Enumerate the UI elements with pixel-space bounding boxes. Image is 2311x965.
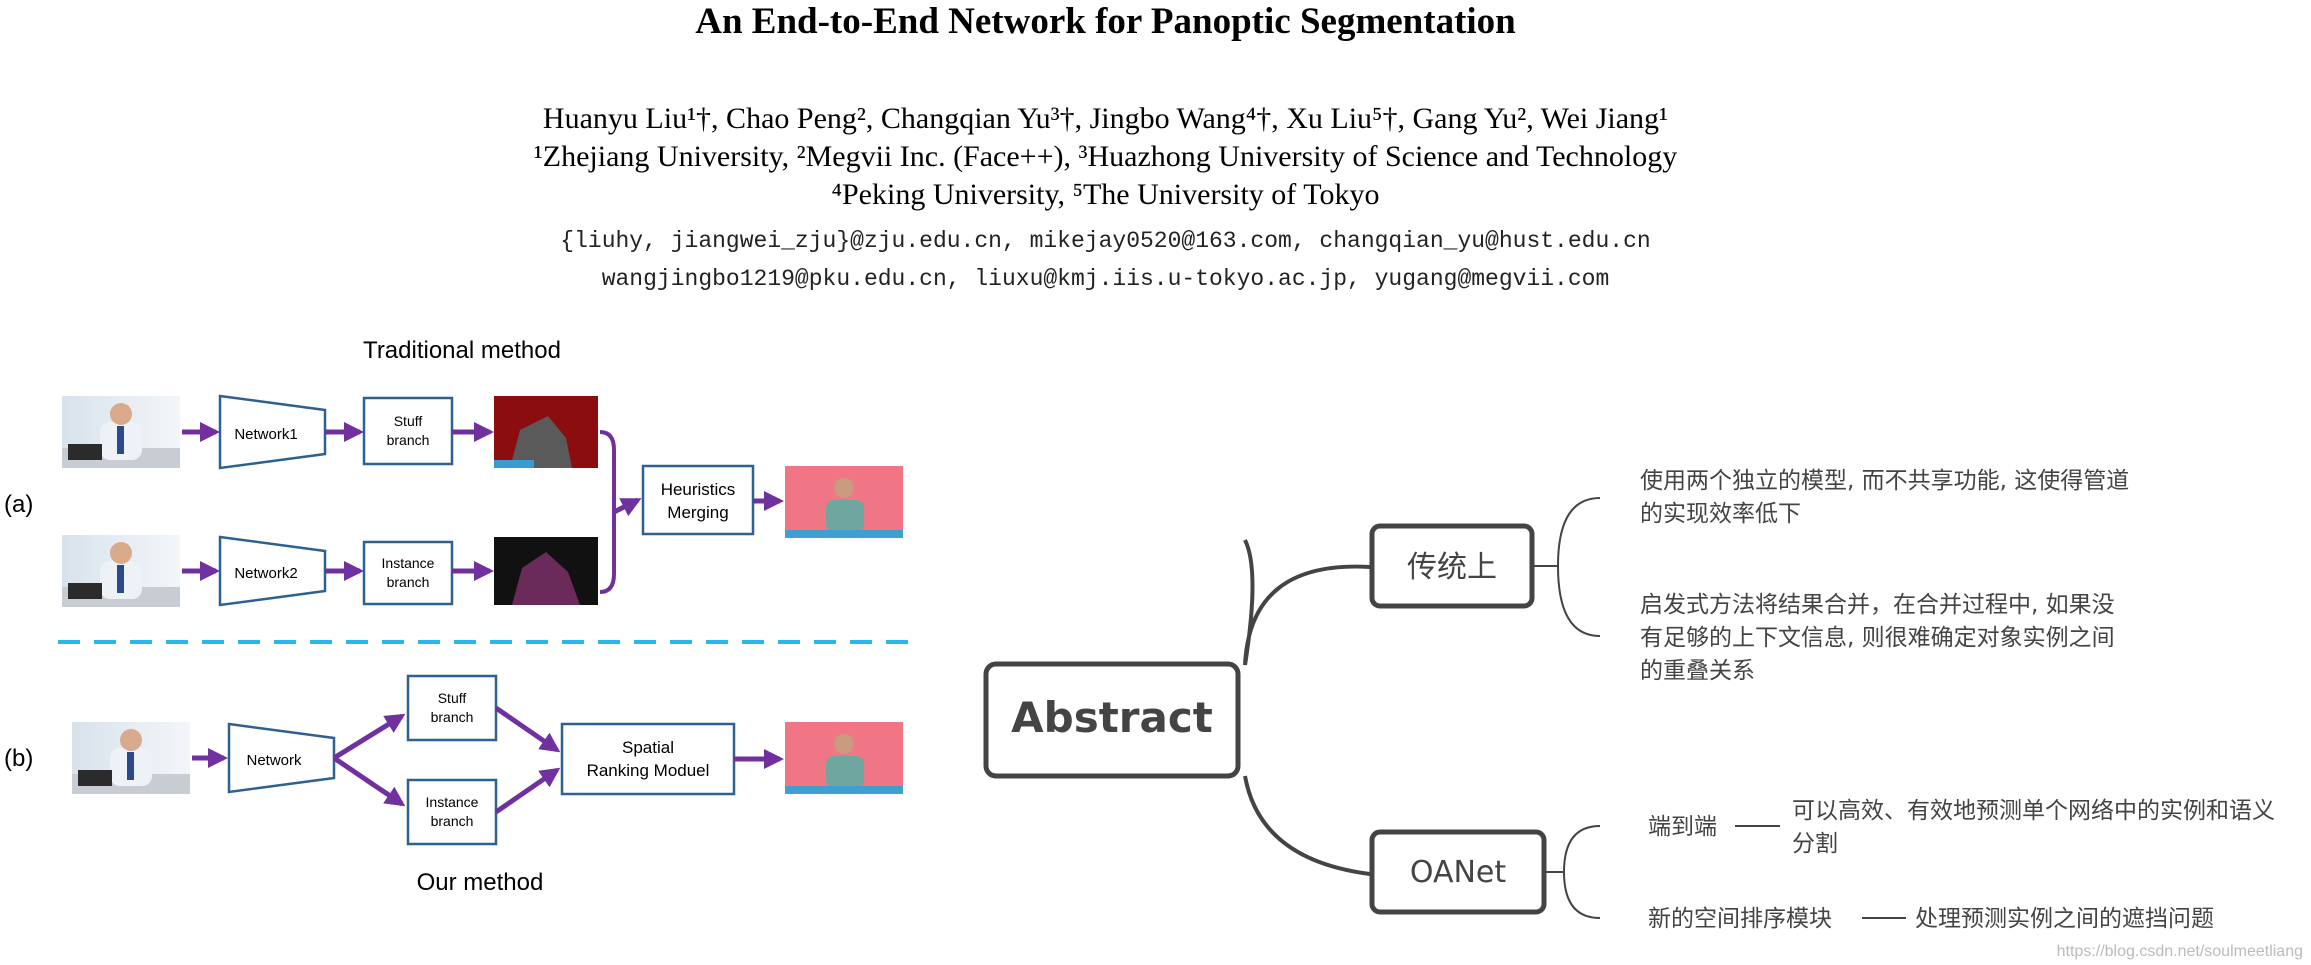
authors-line: Huanyu Liu¹†, Chao Peng², Changqian Yu³†… <box>542 102 1669 135</box>
root-node <box>983 661 1241 779</box>
email-line-1: {liuhy, jiangwei_zju}@zju.edu.cn, mikeja… <box>560 228 1651 254</box>
spatial-label1: Spatial <box>622 738 674 757</box>
instance-branch-b <box>406 778 498 846</box>
instance-branch-a-label1: Instance <box>382 555 435 571</box>
heuristics-label1: Heuristics <box>661 480 736 499</box>
branch1-leaf1-line2: 的实现效率低下 <box>1640 501 1801 527</box>
panoptic-output-b <box>785 722 903 794</box>
stuff-mask-image <box>494 396 598 468</box>
instance-mask-image <box>494 537 598 605</box>
stuff-branch-a-label2: branch <box>387 432 430 448</box>
instance-branch-b-label2: branch <box>431 813 474 829</box>
branch2-leaf1: 端到端 <box>1648 814 1717 840</box>
spatial-label2: Ranking Moduel <box>587 761 710 780</box>
instance-branch-a-label2: branch <box>387 574 430 590</box>
network1-label: Network1 <box>234 426 297 443</box>
stuff-branch-a <box>362 396 454 466</box>
heuristics-merging-box <box>641 464 755 536</box>
branch2-label: OANet <box>1410 855 1507 890</box>
instance-branch-a <box>362 540 454 606</box>
branch1-leaf2-line2: 有足够的上下文信息, 则很难确定对象实例之间 <box>1640 625 2115 651</box>
stuff-branch-b-label2: branch <box>431 709 474 725</box>
label-b: (b) <box>4 745 33 772</box>
network2-label: Network2 <box>234 565 297 582</box>
input-photo-3 <box>72 722 190 794</box>
spatial-ranking-box <box>560 722 736 796</box>
branch2-leaf1-desc-line2: 分割 <box>1792 831 1838 857</box>
affiliations-line-2: ⁴Peking University, ⁵The University of T… <box>831 178 1380 211</box>
paper-title: An End-to-End Network for Panoptic Segme… <box>695 1 1516 42</box>
connector-root-branch2 <box>1243 775 1371 876</box>
email-line-2: wangjingbo1219@pku.edu.cn, liuxu@kmj.iis… <box>601 266 1610 292</box>
stuff-branch-a-label1: Stuff <box>394 413 423 429</box>
instance-branch-b-label1: Instance <box>426 794 479 810</box>
label-a: (a) <box>4 491 33 518</box>
our-method-title: Our method <box>417 869 544 896</box>
root-label: Abstract <box>1011 693 1213 742</box>
branch1-label: 传统上 <box>1407 550 1497 585</box>
traditional-method-title: Traditional method <box>363 337 561 364</box>
branch2-leaf2: 新的空间排序模块 <box>1648 906 1832 932</box>
stuff-branch-b <box>406 674 498 742</box>
connector-root-branch1 <box>1243 539 1371 666</box>
stuff-branch-b-label1: Stuff <box>438 690 467 706</box>
branch1-leaf2-line3: 的重叠关系 <box>1640 658 1755 684</box>
method-figure: Traditional method (a) (b) Network1 Stuf… <box>4 337 910 896</box>
watermark: https://blog.csdn.net/soulmeetliang <box>2056 943 2303 960</box>
branch2-leaf1-desc-line1: 可以高效、有效地预测单个网络中的实例和语义 <box>1792 798 2275 824</box>
panoptic-output-a <box>785 466 903 538</box>
affiliations-line-1: ¹Zhejiang University, ²Megvii Inc. (Face… <box>533 140 1678 173</box>
input-photo-1 <box>62 396 180 468</box>
heuristics-label2: Merging <box>667 503 728 522</box>
author-block: Huanyu Liu¹†, Chao Peng², Changqian Yu³†… <box>0 100 2211 214</box>
branch2-leaf2-desc: 处理预测实例之间的遮挡问题 <box>1915 906 2214 932</box>
network-label: Network <box>246 752 302 769</box>
input-photo-2 <box>62 535 180 607</box>
mind-map: Abstract 传统上 使用两个独立的模型, 而不共享功能, 这使得管道 的实… <box>983 468 2275 932</box>
branch1-leaf2-line1: 启发式方法将结果合并，在合并过程中, 如果没 <box>1640 592 2115 618</box>
network1-shape <box>218 394 327 470</box>
network2-shape <box>218 535 327 607</box>
branch1-leaf1-line1: 使用两个独立的模型, 而不共享功能, 这使得管道 <box>1640 468 2129 494</box>
network-shape <box>227 722 336 794</box>
